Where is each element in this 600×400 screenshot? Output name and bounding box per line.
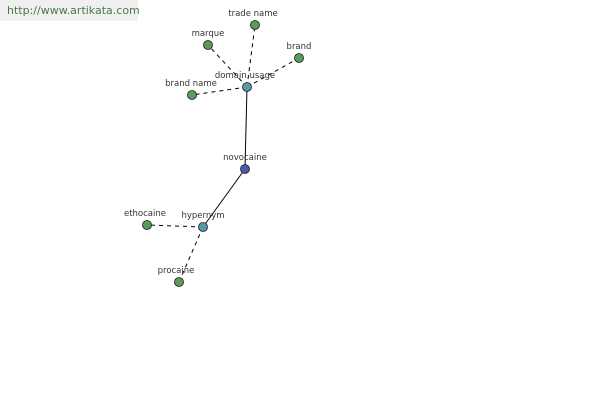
- node-trade-name[interactable]: trade name: [228, 9, 278, 30]
- node-hypernym[interactable]: hypernym: [181, 211, 225, 232]
- site-url[interactable]: http://www.artikata.com: [0, 0, 140, 21]
- node-label-procaine: procaine: [158, 266, 195, 276]
- node-ethocaine[interactable]: ethocaine: [124, 209, 166, 230]
- node-label-novocaine: novocaine: [223, 153, 267, 163]
- edge-domain-usage-trade-name: [246, 24, 256, 88]
- edge-hypernym-procaine: [178, 226, 204, 283]
- edge-hypernym-ethocaine: [146, 224, 204, 228]
- node-label-hypernym: hypernym: [181, 211, 224, 221]
- node-circle-brand[interactable]: [294, 53, 304, 63]
- node-domain-usage[interactable]: domain usage: [215, 71, 275, 92]
- edge-novocaine-hypernym: [202, 168, 246, 228]
- nodes-layer: novocaine domain usage hypernym trade namem…: [124, 9, 311, 287]
- edge-domain-usage-brand-name: [191, 86, 248, 96]
- edges-layer: [146, 24, 300, 283]
- node-circle-procaine[interactable]: [174, 277, 184, 287]
- node-circle-ethocaine[interactable]: [142, 220, 152, 230]
- node-circle-hypernym[interactable]: [198, 222, 208, 232]
- edge-domain-usage-marque: [207, 44, 248, 88]
- node-label-marque: marque: [192, 29, 225, 39]
- node-circle-novocaine[interactable]: [240, 164, 250, 174]
- node-circle-domain-usage[interactable]: [242, 82, 252, 92]
- node-circle-brand-name[interactable]: [187, 90, 197, 100]
- node-procaine[interactable]: procaine: [158, 266, 195, 287]
- node-label-trade-name: trade name: [228, 9, 277, 19]
- node-circle-trade-name[interactable]: [250, 20, 260, 30]
- node-label-brand: brand: [287, 42, 312, 52]
- node-label-brand-name: brand name: [165, 79, 217, 89]
- node-label-domain-usage: domain usage: [215, 71, 275, 81]
- node-marque[interactable]: marque: [192, 29, 225, 50]
- node-label-ethocaine: ethocaine: [124, 209, 166, 219]
- node-brand-name[interactable]: brand name: [165, 79, 217, 100]
- edge-domain-usage-brand: [246, 57, 300, 88]
- edge-novocaine-domain-usage: [244, 86, 248, 170]
- node-brand[interactable]: brand: [287, 42, 312, 63]
- node-circle-marque[interactable]: [203, 40, 213, 50]
- node-novocaine[interactable]: novocaine: [223, 153, 267, 174]
